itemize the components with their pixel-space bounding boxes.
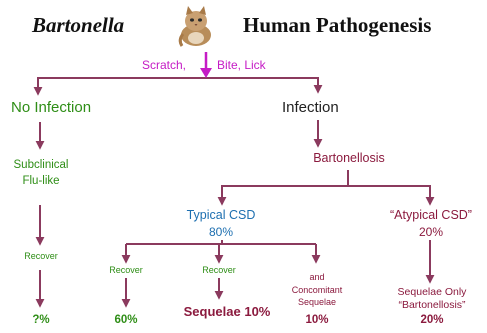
concomitant-percent: 10% xyxy=(305,315,328,327)
title-bartonella: Bartonella xyxy=(32,15,124,36)
no-infection-label: No Infection xyxy=(11,100,91,115)
bartonellosis-quoted-label: “Bartonellosis” xyxy=(398,300,465,311)
exposure-arrowhead xyxy=(200,68,212,78)
sequelae-only-label: Sequelae Only xyxy=(398,287,467,298)
atypical-csd-percent: 20% xyxy=(419,226,443,238)
atypical-outcome-percent: 20% xyxy=(420,315,443,327)
typical-csd-percent: 80% xyxy=(209,226,233,238)
atypical-csd-label: “Atypical CSD” xyxy=(390,209,472,222)
cat-photo-icon xyxy=(172,4,220,48)
recover-typical-1-percent: 60% xyxy=(114,315,137,327)
recover-typical-2: Recover xyxy=(202,266,236,275)
subclinical-label: Subclinical xyxy=(14,160,69,172)
recover-no-infection: Recover xyxy=(24,252,58,261)
split-line xyxy=(38,78,318,92)
sequelae-percent: Sequelae 10% xyxy=(184,305,271,318)
recover-typical-1: Recover xyxy=(109,266,143,275)
exposure-scratch: Scratch, xyxy=(142,59,186,71)
concomitant-and: and xyxy=(309,273,324,282)
typical-csd-label: Typical CSD xyxy=(187,209,256,222)
unknown-percent: ?% xyxy=(32,315,49,327)
typical-split xyxy=(126,240,316,244)
concomitant-sequelae: Sequelae xyxy=(298,298,336,307)
title-human-pathogenesis: Human Pathogenesis xyxy=(243,15,431,36)
concomitant-label: Concomitant xyxy=(292,286,343,295)
bartonellosis-split xyxy=(222,170,430,200)
bartonellosis-label: Bartonellosis xyxy=(313,152,385,165)
infection-label: Infection xyxy=(282,100,339,115)
exposure-bite-lick: Bite, Lick xyxy=(217,59,266,71)
flu-like-label: Flu-like xyxy=(22,176,59,188)
